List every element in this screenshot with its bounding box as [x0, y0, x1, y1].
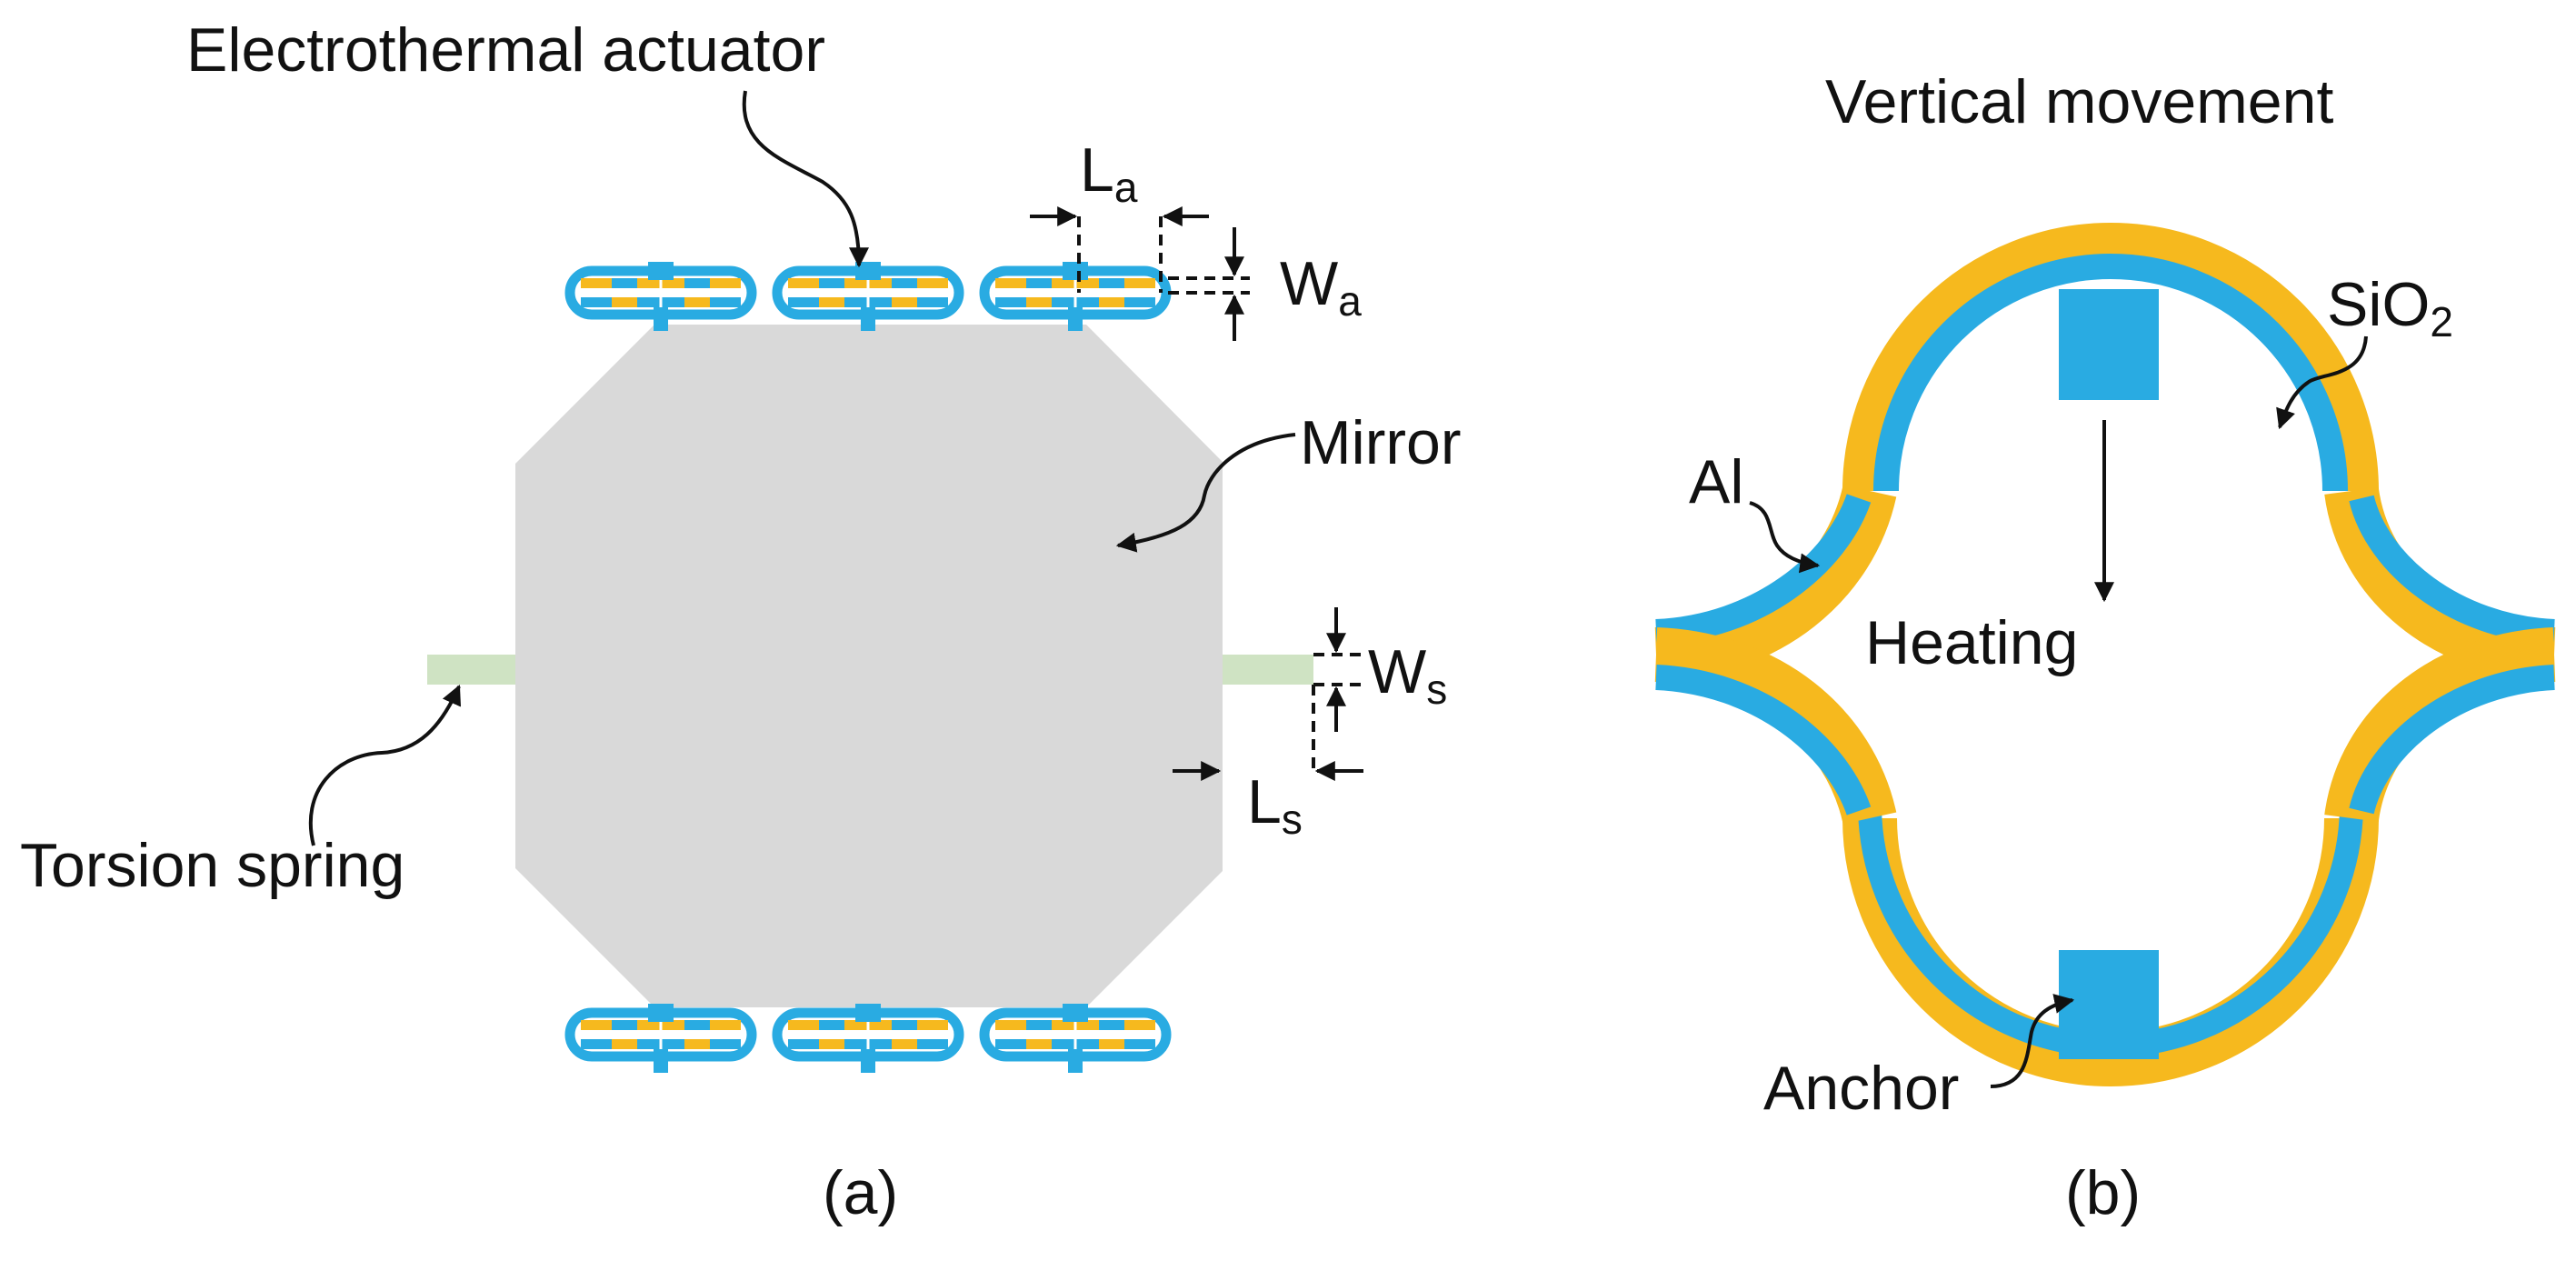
- left-tip-mask: [1618, 651, 1654, 658]
- actuator-bottom-2: [777, 1004, 959, 1073]
- anchor-top: [2059, 289, 2159, 400]
- wa-label: Wa: [1280, 249, 1362, 325]
- torsion-spring-left: [427, 655, 518, 685]
- ws-dimension: Ws: [1313, 607, 1447, 732]
- actuator-top-2: [777, 262, 959, 331]
- anchor-pointer: [1990, 994, 2075, 1088]
- la-dimension: La: [1030, 135, 1209, 293]
- upper-beam-al-center: [1873, 254, 2348, 492]
- actuator-bottom-1: [570, 1004, 752, 1073]
- lower-left-link-al: [1655, 665, 1872, 816]
- ws-label: Ws: [1368, 637, 1447, 713]
- mirror-label: Mirror: [1300, 408, 1462, 477]
- actuator-pointer: [742, 90, 869, 268]
- upper-right-link-al: [2349, 495, 2555, 645]
- actuator-bottom-3: [984, 1004, 1166, 1073]
- actuator-top-3: [984, 262, 1166, 331]
- ls-dimension: Ls: [1173, 685, 1363, 843]
- anchor-label: Anchor: [1763, 1054, 1959, 1123]
- actuator-top-1: [570, 262, 752, 331]
- right-tip-mask: [2556, 651, 2576, 658]
- caption-b: (b): [2065, 1158, 2141, 1227]
- spring-pointer: [308, 684, 462, 846]
- sio2-pointer: [2276, 335, 2368, 430]
- panel-a: Electrothermal actuator Mirror Torsion s…: [20, 15, 1462, 1227]
- panel-b-title: Vertical movement: [1825, 67, 2333, 136]
- al-pointer: [1749, 501, 1821, 574]
- upper-left-link-al: [1655, 494, 1872, 645]
- mirror-pointer: [1115, 433, 1296, 553]
- actuator-label: Electrothermal actuator: [186, 15, 825, 85]
- wa-dimension: Wa: [1168, 227, 1362, 341]
- ls-label: Ls: [1247, 767, 1303, 843]
- la-label: La: [1080, 135, 1138, 211]
- sio2-label: SiO2: [2327, 270, 2453, 345]
- caption-a: (a): [823, 1158, 898, 1227]
- al-label: Al: [1689, 447, 1743, 516]
- panel-b: Vertical movement Heating Al SiO2: [1618, 67, 2576, 1227]
- anchor-bottom: [2059, 950, 2159, 1059]
- torsion-spring-right: [1223, 655, 1313, 685]
- spring-label: Torsion spring: [20, 831, 404, 900]
- mirror-plate: [515, 325, 1223, 1007]
- lower-right-link-al: [2349, 665, 2555, 815]
- heating-label: Heating: [1865, 608, 2078, 677]
